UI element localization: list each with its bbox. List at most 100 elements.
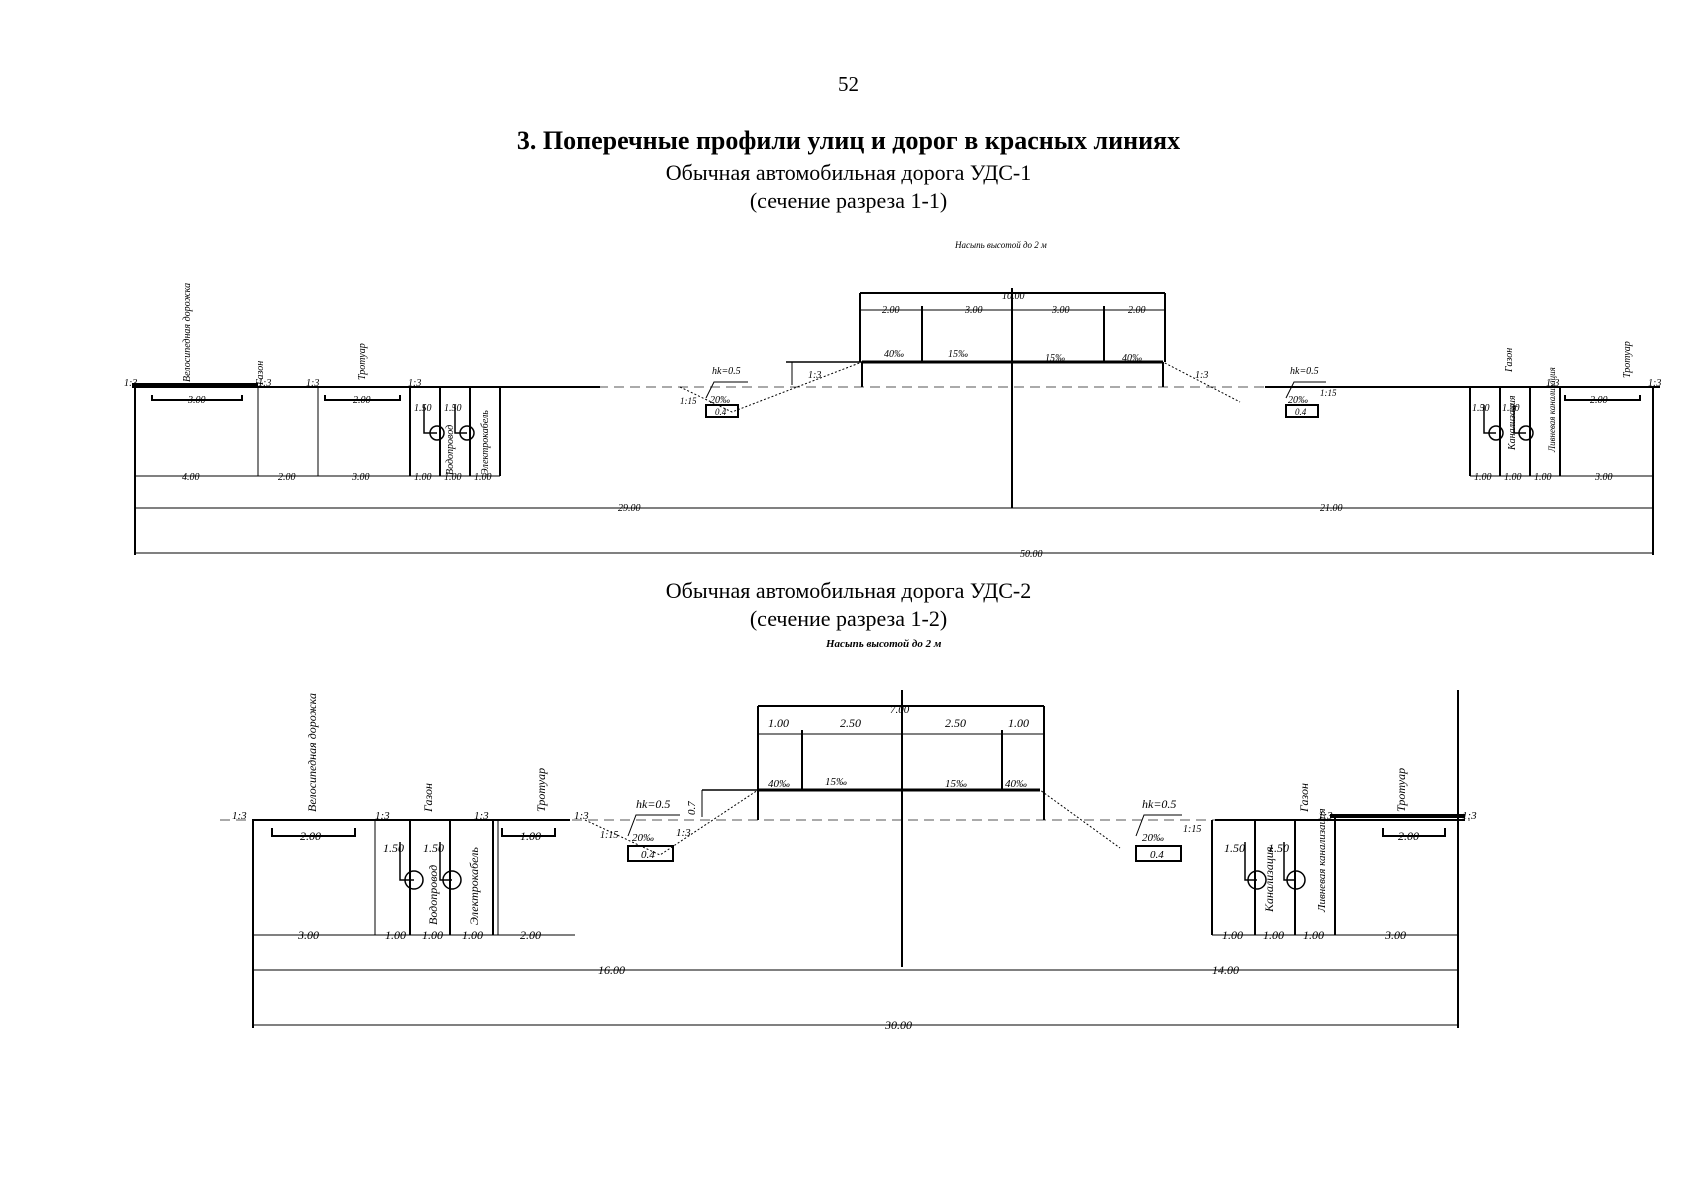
- p1-grade-1: 40‰: [884, 349, 904, 360]
- p2-slope-8: 1:15: [600, 830, 618, 841]
- page-number: 52: [838, 72, 859, 96]
- p1-slope-5: 1:3: [808, 370, 821, 381]
- p1-bl-5: 1.00: [444, 472, 462, 483]
- p2-bl-2: 1.00: [385, 928, 406, 942]
- p1-slope-2: 1:3: [258, 378, 271, 389]
- p1-br-2: 1.00: [1504, 472, 1522, 483]
- p1-sub-5: 1.50: [1472, 403, 1490, 414]
- p2-top-1: 1.00: [768, 716, 789, 730]
- p1-grade-2: 15‰: [948, 349, 968, 360]
- p2-height: 0.7: [686, 801, 698, 815]
- p1-label-sidewalk-right: Тротуар: [1622, 341, 1633, 378]
- p2-label-water: Водопровод: [426, 865, 440, 925]
- p2-grade-3: 15‰: [945, 778, 967, 790]
- p2-ditch-2: 0.4: [1150, 849, 1164, 861]
- p1-sub-6: 1.50: [1502, 403, 1520, 414]
- p1-slope-9: 1:15: [680, 396, 697, 406]
- p1-top-4: 2.00: [1128, 305, 1146, 316]
- p2-slope-1: 1:3: [232, 810, 247, 822]
- p1-label-bike: Велосипедная дорожка: [182, 283, 193, 382]
- p1-half-left: 29.00: [618, 503, 641, 514]
- p2-label-storm: Ливневая канализация: [1316, 808, 1328, 913]
- p1-bl-2: 2.00: [278, 472, 296, 483]
- p2-bl-5: 2.00: [520, 928, 541, 942]
- p2-hk-left: hk=0.5: [636, 797, 670, 811]
- p2-grade-2: 15‰: [825, 776, 847, 788]
- p2-half-right: 14.00: [1212, 963, 1239, 977]
- p2-slope-9: 1:15: [1183, 824, 1201, 835]
- p1-label-lawn-right: Газон: [1504, 348, 1515, 373]
- p1-top-1: 2.00: [882, 305, 900, 316]
- p2-bl-3: 1.00: [422, 928, 443, 942]
- p1-sub-2: 2.00: [353, 395, 371, 406]
- p1-label-lawn-left: Газон: [255, 361, 266, 386]
- p2-slope-3: 1:3: [474, 810, 489, 822]
- p1-grade-6: 20‰: [1288, 395, 1308, 406]
- p1-br-4: 3.00: [1594, 472, 1613, 483]
- p2-br-2: 1.00: [1263, 928, 1284, 942]
- p1-note: Насыпь высотой до 2 м: [954, 240, 1047, 250]
- profile1-title: Обычная автомобильная дорога УДС-1: [665, 160, 1032, 185]
- p2-top-3: 2.50: [945, 716, 966, 730]
- p1-top-total: 10.00: [1002, 291, 1025, 302]
- p1-grade-3: 15‰: [1045, 353, 1065, 364]
- p2-top-4: 1.00: [1008, 716, 1029, 730]
- p2-grade-6: 20‰: [1142, 832, 1164, 844]
- p1-label-sidewalk-left: Тротуар: [357, 343, 368, 380]
- p2-note: Насыпь высотой до 2 м: [825, 638, 942, 650]
- p2-slope-2: 1:3: [375, 810, 390, 822]
- p1-hk-right: hk=0.5: [1290, 366, 1319, 377]
- p2-label-sidewalk-left: Тротуар: [534, 768, 548, 812]
- p1-slope-4: 1:3: [408, 378, 421, 389]
- p2-ditch-1: 0.4: [641, 849, 655, 861]
- p2-sub-6: 1.50: [1268, 841, 1289, 855]
- p1-overall: 50.00: [1020, 549, 1043, 560]
- p2-half-left: 16.00: [598, 963, 625, 977]
- p2-slope-4: 1:3: [574, 810, 589, 822]
- p1-ditch-1: 0.4: [715, 407, 727, 417]
- p2-bl-1: 3.00: [297, 928, 319, 942]
- p1-ditch-2: 0.4: [1295, 407, 1307, 417]
- p2-sub-1: 2.00: [300, 829, 321, 843]
- p1-sub-4: 1.50: [444, 403, 462, 414]
- profile2-section: (сечение разреза 1-2): [749, 606, 948, 631]
- p1-bl-3: 3.00: [351, 472, 370, 483]
- p1-sub-7: 2.00: [1590, 395, 1608, 406]
- p2-br-3: 1.00: [1303, 928, 1324, 942]
- p2-sub-4: 1.00: [520, 829, 541, 843]
- p2-hk-right: hk=0.5: [1142, 797, 1176, 811]
- p1-half-right: 21.00: [1320, 503, 1343, 514]
- p1-grade-4: 40‰: [1122, 353, 1142, 364]
- p1-slope-10: 1:15: [1320, 388, 1337, 398]
- p1-bl-6: 1.00: [474, 472, 492, 483]
- p2-slope-5: 1:3: [676, 827, 691, 839]
- p1-top-2: 3.00: [964, 305, 983, 316]
- p2-slope-6: 1:3: [1318, 810, 1333, 822]
- p2-grade-4: 40‰: [1005, 778, 1027, 790]
- p1-sub-1: 3.00: [187, 395, 206, 406]
- p2-sub-3: 1.50: [423, 841, 444, 855]
- p1-sub-3: 1.50: [414, 403, 432, 414]
- p2-slope-7: 1:3: [1462, 810, 1477, 822]
- p2-top-total: 7.00: [890, 704, 910, 716]
- p1-grade-5: 20‰: [710, 395, 730, 406]
- p1-slope-8: 1:3: [1648, 378, 1661, 389]
- p1-hk-left: hk=0.5: [712, 366, 741, 377]
- p1-slope-6: 1:3: [1195, 370, 1208, 381]
- profile1-section: (сечение разреза 1-1): [749, 188, 948, 213]
- p2-sub-5: 1.50: [1224, 841, 1245, 855]
- p2-br-4: 3.00: [1384, 928, 1406, 942]
- p2-label-cable: Электрокабель: [467, 847, 481, 925]
- p2-label-bike: Велосипедная дорожка: [305, 693, 319, 812]
- p1-label-sewer: Канализация: [1507, 395, 1518, 451]
- p2-grade-1: 40‰: [768, 778, 790, 790]
- profile2-title: Обычная автомобильная дорога УДС-2: [665, 578, 1032, 603]
- p2-overall: 30.00: [884, 1018, 912, 1032]
- profile2-drawing: [220, 690, 1470, 1028]
- p2-sub-2: 1.50: [383, 841, 404, 855]
- profile1-drawing: [132, 288, 1660, 555]
- p1-slope-3: 1:3: [306, 378, 319, 389]
- page-title: 3. Поперечные профили улиц и дорог в кра…: [516, 126, 1181, 155]
- p1-br-1: 1.00: [1474, 472, 1492, 483]
- p1-top-3: 3.00: [1051, 305, 1070, 316]
